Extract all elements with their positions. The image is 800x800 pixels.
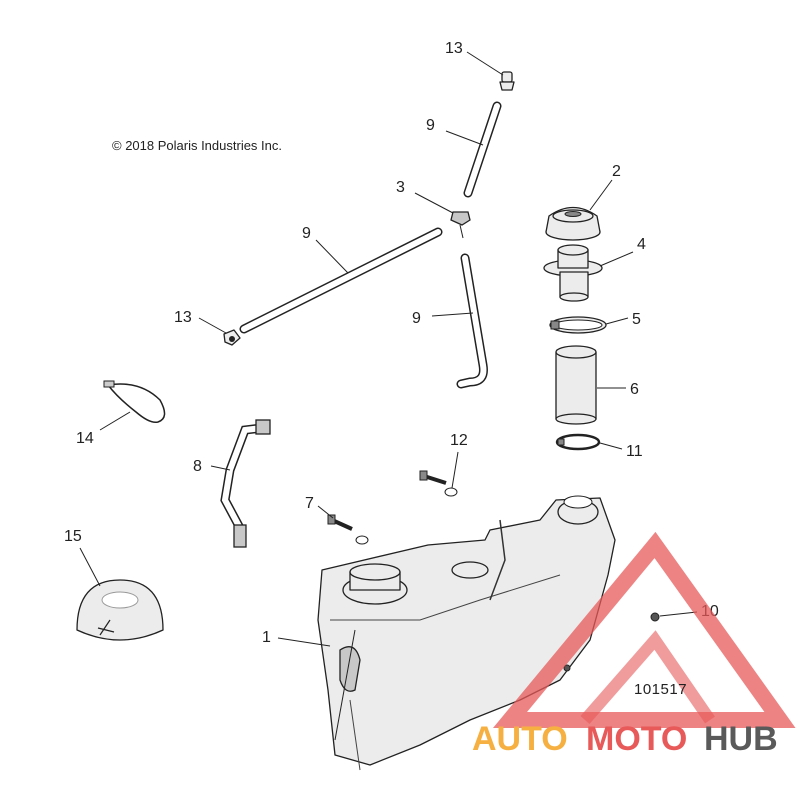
part-15-dome-cover [76, 579, 164, 641]
leader-12 [451, 451, 459, 489]
callout-9-upper: 9 [426, 117, 435, 134]
leader-9-bent [431, 312, 474, 317]
leader-15 [79, 547, 101, 587]
callout-1: 1 [262, 629, 271, 646]
part-9-vent-hose-long [239, 227, 443, 334]
part-13-vent-valve-top [499, 71, 515, 91]
callout-15: 15 [64, 528, 82, 545]
leader-11 [599, 442, 623, 450]
part-8-fuel-line [220, 419, 271, 548]
copyright-text: © 2018 Polaris Industries Inc. [112, 138, 282, 153]
callout-3: 3 [396, 179, 405, 196]
part-14-strap [103, 380, 166, 424]
part-13-vent-valve-left [223, 329, 241, 346]
leader-4 [599, 251, 634, 267]
callout-8: 8 [193, 458, 202, 475]
leader-13-left [198, 317, 227, 334]
watermark-hub: HUB [704, 720, 778, 758]
callout-9-long: 9 [302, 225, 311, 242]
leader-8 [210, 465, 231, 471]
watermark-auto: AUTO [472, 720, 568, 758]
leader-10 [659, 611, 698, 617]
part-9-vent-hose-upper [463, 101, 502, 198]
leader-7 [317, 505, 334, 519]
part-2-fuel-cap [545, 206, 601, 241]
callout-14: 14 [76, 430, 94, 447]
part-4-filler-neck [543, 244, 603, 302]
callout-13-left: 13 [174, 309, 192, 326]
part-3-tee-fitting [450, 211, 471, 239]
part-5-hose-clamp [549, 316, 607, 334]
callout-4: 4 [637, 236, 646, 253]
watermark-moto: MOTO [586, 720, 687, 758]
leader-1 [277, 637, 331, 647]
part-12-bolt [419, 470, 458, 497]
callout-11: 11 [626, 443, 643, 460]
leader-9-upper [445, 130, 484, 146]
part-11-hose-clamp [555, 433, 601, 451]
watermark-logo: AUTO MOTO HUB [472, 531, 796, 758]
part-6-filler-hose [555, 345, 597, 425]
callout-5: 5 [632, 311, 641, 328]
part-9-vent-hose-bent [456, 253, 488, 389]
leader-3 [414, 192, 454, 214]
part-7-bolt [327, 514, 369, 545]
leader-13-top [466, 51, 504, 76]
leader-9-long [315, 239, 349, 274]
callout-13-top: 13 [445, 40, 463, 57]
callout-2: 2 [612, 163, 621, 180]
callout-12: 12 [450, 432, 468, 449]
leader-2 [589, 179, 613, 211]
diagram-id: 101517 [634, 681, 687, 698]
leader-14 [99, 411, 131, 431]
callout-9-bent: 9 [412, 310, 421, 327]
callout-7: 7 [305, 495, 314, 512]
part-10-nut [563, 612, 660, 672]
part-1-fuel-tank [317, 495, 616, 771]
leader-5 [605, 317, 629, 325]
callout-6: 6 [630, 381, 639, 398]
